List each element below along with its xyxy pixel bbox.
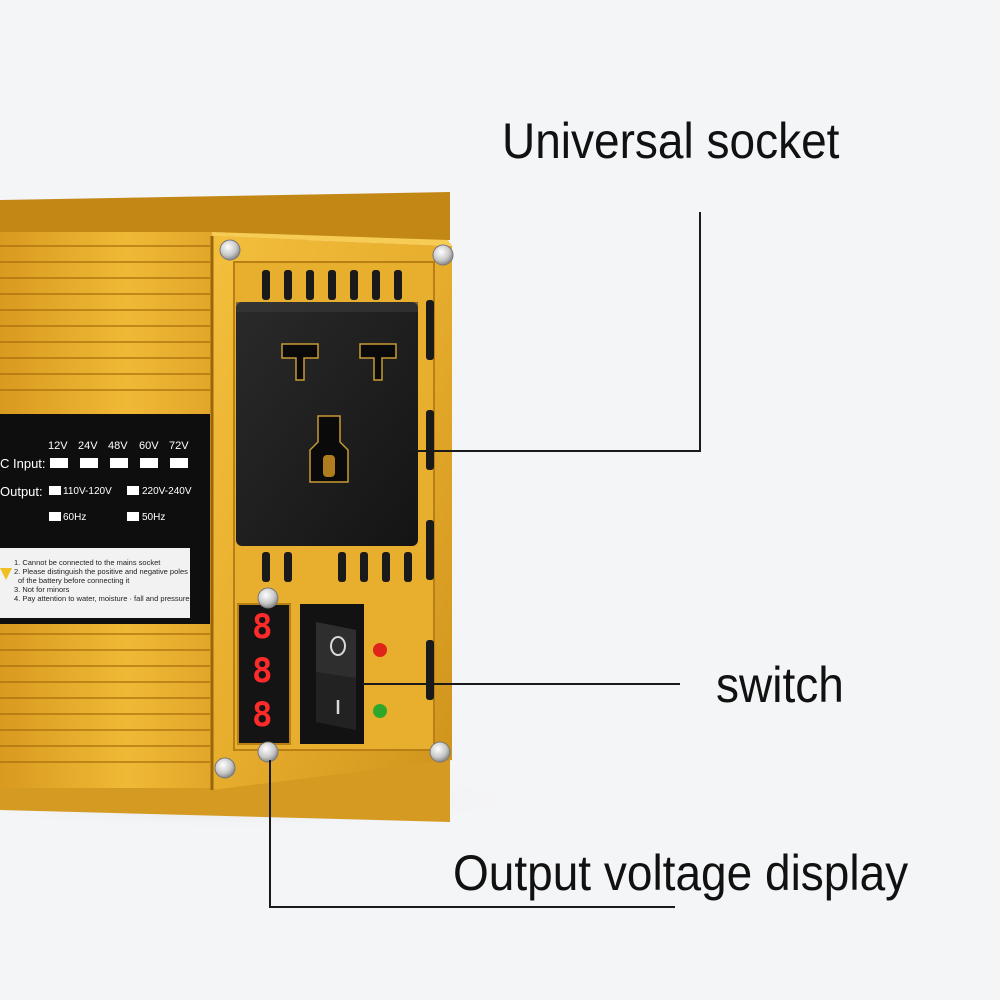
warning-line: 1. Cannot be connected to the mains sock…: [14, 558, 161, 567]
warning-line: 3. Not for minors: [14, 585, 70, 594]
warning-line: of the battery before connecting it: [18, 576, 130, 585]
input-voltage-3: 60V: [139, 440, 159, 452]
output-voltage-display-label: Output voltage display: [453, 845, 909, 901]
warning-line: 2. Please distinguish the positive and n…: [14, 567, 188, 576]
input-voltage-4: 72V: [169, 440, 189, 452]
display-digit: 8: [252, 651, 273, 691]
socket-leader-vertical: [699, 212, 701, 452]
input-label: C Input:: [0, 456, 46, 471]
frequency-1: 50Hz: [142, 512, 166, 523]
power-switch-icon[interactable]: [300, 604, 364, 744]
output-label: Output:: [0, 484, 43, 499]
frequency-0: 60Hz: [63, 512, 87, 523]
universal-socket-label: Universal socket: [502, 113, 840, 169]
switch-label: switch: [716, 657, 844, 713]
output-voltage-0: 110V-120V: [63, 486, 112, 497]
power-led: [373, 704, 387, 718]
input-voltage-0: 12V: [48, 440, 68, 452]
socket-leader-horizontal: [404, 450, 701, 452]
warning-icon: [0, 568, 12, 580]
warning-list: 1. Cannot be connected to the mains sock…: [14, 558, 190, 603]
screw-icon: [214, 239, 454, 779]
input-voltage-1: 24V: [78, 440, 98, 452]
display-digit: 8: [252, 607, 273, 647]
display-leader-vertical: [269, 760, 271, 908]
fault-led: [373, 643, 387, 657]
input-voltage-2: 48V: [108, 440, 128, 452]
switch-leader: [362, 683, 680, 685]
display-leader-horizontal: [269, 906, 675, 908]
display-digit: 8: [252, 695, 273, 735]
output-voltage-1: 220V-240V: [142, 486, 192, 497]
universal-socket: [236, 302, 418, 546]
warning-line: 4. Pay attention to water, moisture · fa…: [14, 594, 190, 603]
